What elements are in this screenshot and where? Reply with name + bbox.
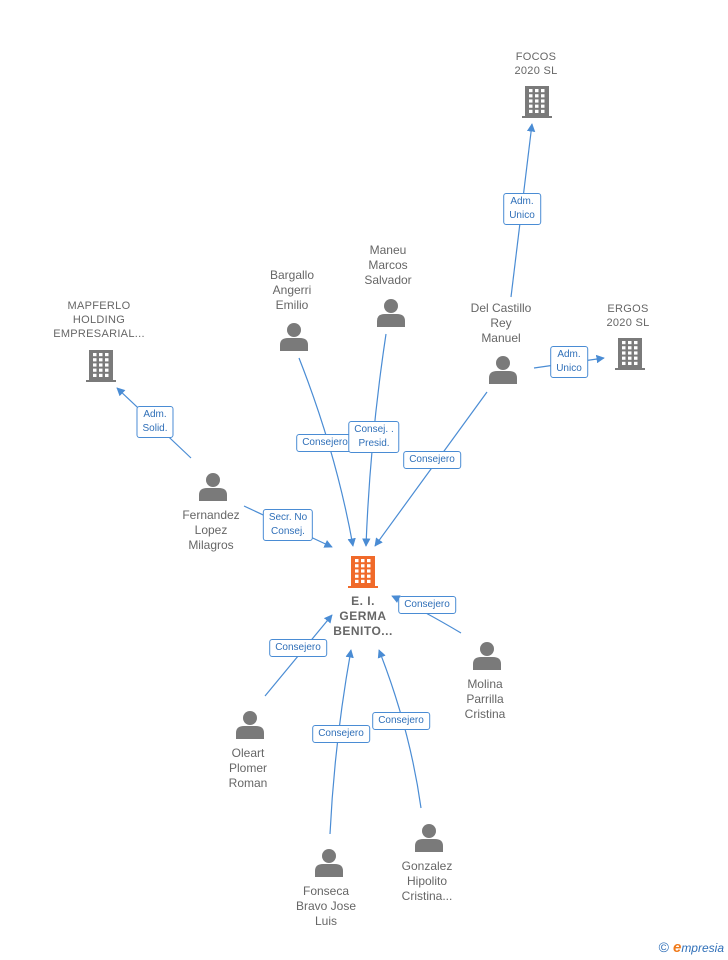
gonzalez-person-icon[interactable] [415, 824, 443, 852]
node-label-oleart[interactable]: Oleart Plomer Roman [228, 746, 268, 790]
mapferlo-building-icon[interactable] [86, 350, 116, 382]
node-label-focos[interactable]: FOCOS 2020 SL [514, 51, 558, 77]
ergos-building-icon[interactable] [615, 338, 645, 370]
focos-building-icon[interactable] [522, 86, 552, 118]
fernandez-person-icon[interactable] [199, 473, 227, 501]
molina-person-icon[interactable] [473, 642, 501, 670]
edge-bargallo-to-focus [298, 357, 356, 547]
node-label-fernandez[interactable]: Fernandez Lopez Milagros [182, 508, 240, 552]
brand-initial: e [672, 939, 682, 956]
edge-label-fonseca-to-focus[interactable]: Consejero [312, 725, 370, 743]
icon-layer [86, 86, 645, 877]
node-label-gonzalez[interactable]: Gonzalez Hipolito Cristina... [401, 859, 453, 903]
edge-label-fernandez-to-focus[interactable]: Secr. No Consej. [262, 509, 314, 541]
edge-label-delcastillo-to-focus[interactable]: Consejero [403, 451, 461, 469]
copyright-icon: © [658, 939, 669, 955]
node-label-maneu[interactable]: Maneu Marcos Salvador [364, 243, 412, 287]
edge-label-fernandez-to-mapferlo[interactable]: Adm. Solid. [136, 406, 174, 438]
edge-label-delcastillo-to-ergos[interactable]: Adm. Unico [550, 346, 588, 378]
edge-label-oleart-to-focus[interactable]: Consejero [269, 639, 327, 657]
edge-label-gonzalez-to-focus[interactable]: Consejero [372, 712, 430, 730]
node-label-delcastillo[interactable]: Del Castillo Rey Manuel [470, 301, 532, 345]
node-label-mapferlo[interactable]: MAPFERLO HOLDING EMPRESARIAL... [53, 300, 145, 340]
edge-label-maneu-to-focus[interactable]: Consej. . Presid. [348, 421, 400, 453]
edge-label-molina-to-focus[interactable]: Consejero [398, 596, 456, 614]
maneu-person-icon[interactable] [377, 299, 405, 327]
delcastillo-person-icon[interactable] [489, 356, 517, 384]
brand-logo: ©empresia [659, 939, 724, 956]
oleart-person-icon[interactable] [236, 711, 264, 739]
edge-delcastillo-to-focus [374, 391, 488, 547]
edge-label-bargallo-to-focus[interactable]: Consejero [296, 434, 354, 452]
node-label-molina[interactable]: Molina Parrilla Cristina [464, 677, 506, 721]
node-label-fonseca[interactable]: Fonseca Bravo Jose Luis [295, 884, 357, 928]
node-label-bargallo[interactable]: Bargallo Angerri Emilio [269, 268, 315, 312]
bargallo-person-icon[interactable] [280, 323, 308, 351]
brand-name: mpresia [681, 941, 724, 955]
focus-building-icon[interactable] [348, 556, 378, 588]
node-label-focus[interactable]: E. I. GERMA BENITO... [333, 594, 393, 638]
fonseca-person-icon[interactable] [315, 849, 343, 877]
node-label-ergos[interactable]: ERGOS 2020 SL [606, 303, 650, 329]
edge-label-delcastillo-to-focos[interactable]: Adm. Unico [503, 193, 541, 225]
